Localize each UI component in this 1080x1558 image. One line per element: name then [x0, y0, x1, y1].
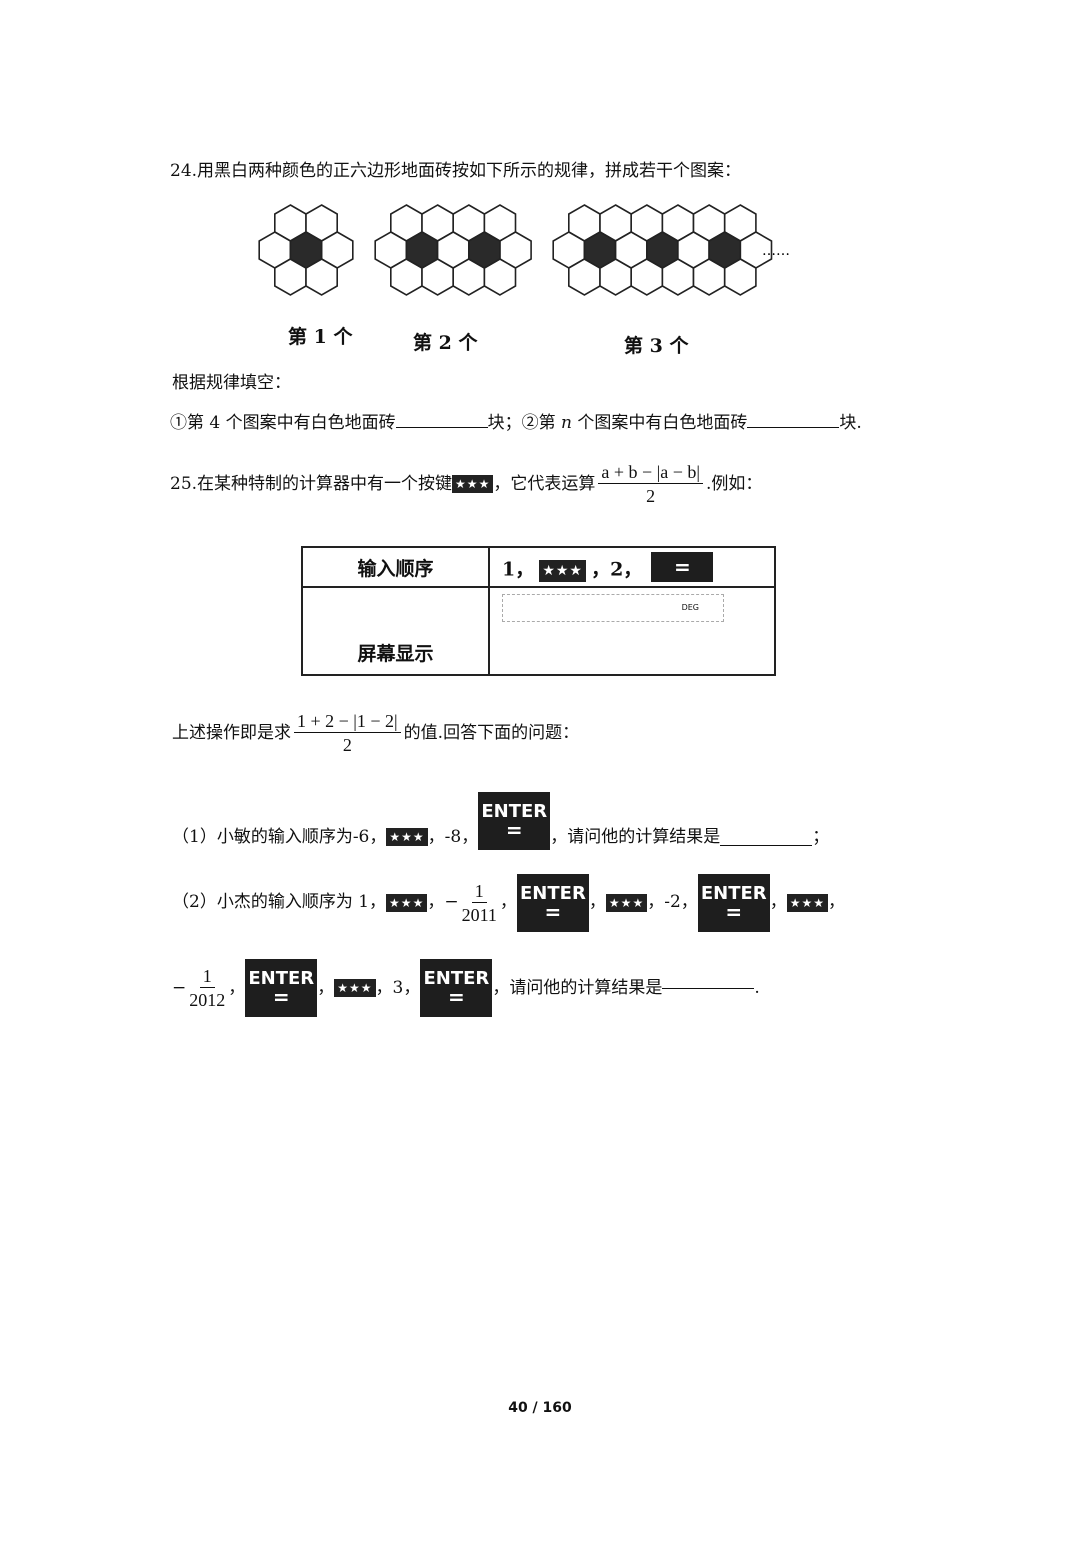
- example-denominator: 2: [342, 735, 352, 755]
- star-key-icon: ★★★: [786, 893, 829, 912]
- star-key-icon: ★★★: [539, 560, 586, 582]
- p2-g: ，: [828, 892, 846, 912]
- answer-blank-2[interactable]: [747, 427, 840, 428]
- operation-formula: a + b − |a − b| 2: [598, 463, 703, 505]
- black-tile: [645, 231, 679, 269]
- pattern-caption-1: 第 1 个: [288, 326, 353, 348]
- equals-icon: =: [505, 818, 523, 842]
- p3-e: ，请问他的计算结果是: [492, 977, 663, 998]
- q25-prompt-a: 25.在某种特制的计算器中有一个按键: [170, 473, 453, 494]
- enter-label: ENTER: [248, 968, 315, 989]
- answer-blank-4[interactable]: [662, 987, 755, 989]
- enter-key-icon: ENTER =: [420, 959, 493, 1017]
- screen-label-cell: 屏幕显示: [301, 586, 490, 676]
- screen-cell: DEG: [488, 586, 776, 676]
- p3-end: .: [754, 977, 760, 998]
- example-formula: 1 + 2 − |1 − 2| 2: [294, 712, 401, 754]
- input-order-label: 输入顺序: [357, 557, 434, 580]
- black-tile: [289, 231, 323, 269]
- q25-part1: （1）小敏的输入顺序为-6， ★★★ ，-8， ENTER = ，请问他的计算结…: [172, 790, 829, 850]
- enter-label: ENTER: [481, 801, 548, 822]
- p2-f: ，: [769, 892, 787, 912]
- ellipsis: ……: [762, 243, 790, 259]
- black-tile: [468, 231, 501, 269]
- p1-end: ；: [812, 827, 830, 847]
- pattern-caption-2: 第 2 个: [413, 332, 478, 354]
- q25-part2: （2）小杰的输入顺序为 1， ★★★ ，− 1 2011 ， ENTER = ，…: [172, 865, 845, 940]
- enter-label: ENTER: [700, 882, 767, 904]
- q25-explain: 上述操作即是求 1 + 2 − |1 − 2| 2 的值.回答下面的问题：: [172, 712, 579, 754]
- seq-1: 1，: [502, 558, 535, 581]
- p2-c: ，: [499, 892, 517, 912]
- hexagon-patterns: ……: [258, 204, 790, 296]
- p2-b: ，−: [427, 892, 459, 912]
- q25-prompt-c: .例如：: [705, 473, 763, 494]
- p1-b: ，-8，: [427, 827, 479, 847]
- p3-b: ，: [228, 977, 246, 998]
- star-key-icon: ★★★: [452, 475, 494, 493]
- q24-part4: 块.: [839, 413, 862, 433]
- fraction-1-2011: 1 2011: [462, 882, 497, 924]
- fraction-1-2012: 1 2012: [189, 967, 225, 1009]
- star-key-icon: ★★★: [386, 893, 428, 912]
- screen-label: 屏幕显示: [357, 643, 434, 665]
- enter-label: ENTER: [423, 968, 490, 989]
- p2-a: （2）小杰的输入顺序为 1，: [172, 892, 387, 912]
- p3-c: ，: [317, 977, 335, 998]
- frac-den: 2012: [189, 990, 226, 1010]
- page-number: 40 / 160: [508, 1400, 572, 1416]
- explain-a: 上述操作即是求: [172, 722, 291, 743]
- enter-key-icon: ENTER =: [478, 792, 551, 850]
- enter-key-icon: =: [651, 552, 714, 582]
- p2-e: ，-2，: [647, 892, 698, 912]
- star-key-icon: ★★★: [334, 979, 376, 997]
- p1-a: （1）小敏的输入顺序为-6，: [172, 827, 387, 847]
- black-tile: [708, 231, 742, 269]
- q24-fill-line: ①第 4 个图案中有白色地面砖 块；②第 n 个图案中有白色地面砖 块.: [170, 415, 862, 432]
- q24-part3: 个图案中有白色地面砖: [577, 413, 748, 433]
- seq-2: ，2，: [591, 558, 643, 581]
- calculator-screen: DEG: [502, 594, 724, 622]
- q25-prompt-b: ，它代表运算: [493, 473, 596, 494]
- calculator-table: 输入顺序 1， ★★★ ，2， = 屏幕显示 DEG: [301, 546, 776, 676]
- p2-d: ，: [588, 892, 606, 912]
- input-order-label-cell: 输入顺序: [301, 546, 490, 588]
- input-order-cell: 1， ★★★ ，2， =: [488, 546, 776, 588]
- q24-part1: ①第 4 个图案中有白色地面砖: [170, 413, 396, 433]
- black-tile: [405, 231, 439, 269]
- frac-num: 1: [199, 967, 215, 988]
- equals-icon: =: [272, 985, 290, 1009]
- black-tile: [583, 231, 617, 269]
- frac-num: 1: [471, 882, 487, 903]
- var-n: n: [561, 413, 572, 433]
- deg-indicator: DEG: [681, 603, 699, 612]
- formula-numerator: a + b − |a − b|: [598, 463, 703, 484]
- p3-d: ，3，: [375, 977, 421, 998]
- q24-prompt: 24.用黑白两种颜色的正六边形地面砖按如下所示的规律，拼成若干个图案：: [170, 161, 742, 181]
- pattern-caption-3: 第 3 个: [624, 335, 689, 357]
- explain-b: 的值.回答下面的问题：: [403, 722, 580, 743]
- p3-a: −: [172, 977, 187, 998]
- equals-icon: =: [674, 555, 691, 579]
- enter-key-icon: ENTER =: [697, 873, 770, 932]
- q25-prompt: 25.在某种特制的计算器中有一个按键 ★★★ ，它代表运算 a + b − |a…: [170, 463, 762, 505]
- enter-key-icon: ENTER =: [516, 873, 589, 932]
- enter-key-icon: ENTER =: [245, 959, 318, 1017]
- p1-c: ，请问他的计算结果是: [550, 827, 721, 847]
- answer-blank-3[interactable]: [720, 845, 813, 846]
- enter-label: ENTER: [520, 882, 586, 904]
- q24-part2: 块；②第: [487, 413, 556, 433]
- example-numerator: 1 + 2 − |1 − 2|: [294, 712, 401, 733]
- star-key-icon: ★★★: [605, 893, 648, 912]
- q25-part2-cont: − 1 2012 ， ENTER = ， ★★★ ，3， ENTER = ，请问…: [172, 948, 760, 1028]
- fill-hint: 根据规律填空：: [172, 373, 291, 393]
- answer-blank-1[interactable]: [395, 427, 488, 428]
- equals-icon: =: [447, 985, 465, 1009]
- equals-icon: =: [725, 899, 743, 924]
- frac-den: 2011: [461, 904, 497, 925]
- equals-icon: =: [544, 899, 562, 924]
- formula-denominator: 2: [646, 486, 656, 506]
- star-key-icon: ★★★: [386, 828, 428, 846]
